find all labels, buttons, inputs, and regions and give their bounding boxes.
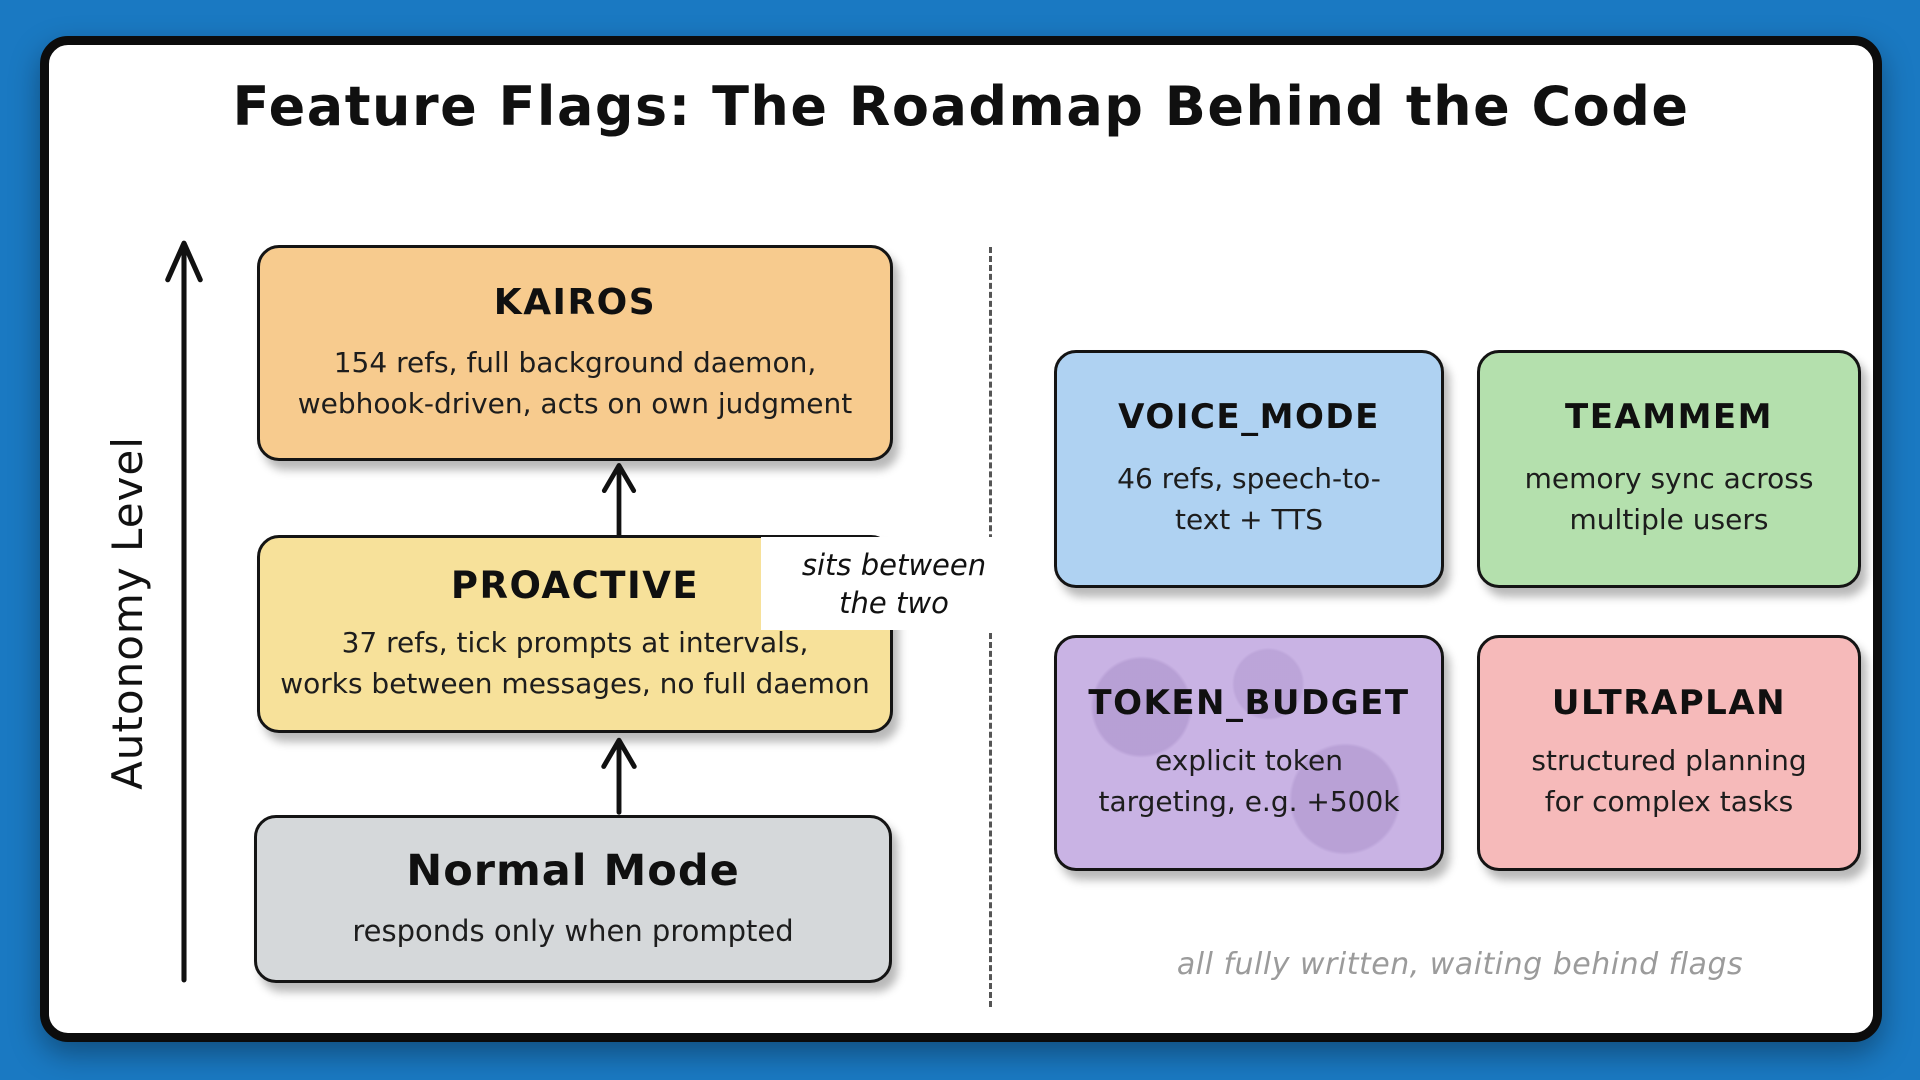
token-budget-title: TOKEN_BUDGET xyxy=(1088,683,1410,724)
voice-mode-description: 46 refs, speech-to- text + TTS xyxy=(1117,462,1381,536)
autonomy-axis-label: Autonomy Level xyxy=(103,436,152,790)
arrow-proactive-to-kairos-icon xyxy=(601,463,637,537)
diagram-title: Feature Flags: The Roadmap Behind the Co… xyxy=(232,75,1690,138)
teammem-title: TEAMMEM xyxy=(1565,397,1773,438)
arrow-normal-to-proactive-icon xyxy=(601,737,637,815)
normal-mode-title: Normal Mode xyxy=(406,845,740,896)
token-budget-box: TOKEN_BUDGET explicit token targeting, e… xyxy=(1054,635,1444,871)
kairos-title: KAIROS xyxy=(493,281,657,323)
kairos-description: 154 refs, full background daemon, webhoo… xyxy=(297,345,853,420)
ultraplan-description: structured planning for complex tasks xyxy=(1531,744,1807,818)
diagram-card: Feature Flags: The Roadmap Behind the Co… xyxy=(40,36,1882,1042)
voice-mode-box: VOICE_MODE 46 refs, speech-to- text + TT… xyxy=(1054,350,1444,588)
token-budget-description: explicit token targeting, e.g. +500k xyxy=(1098,744,1400,818)
proactive-title: PROACTIVE xyxy=(450,563,700,607)
normal-mode-description: responds only when prompted xyxy=(352,913,794,948)
ultraplan-box: ULTRAPLAN structured planning for comple… xyxy=(1477,635,1861,871)
teammem-box: TEAMMEM memory sync across multiple user… xyxy=(1477,350,1861,588)
kairos-box: KAIROS 154 refs, full background daemon,… xyxy=(257,245,893,461)
ultraplan-title: ULTRAPLAN xyxy=(1551,683,1787,724)
normal-mode-box: Normal Mode responds only when prompted xyxy=(254,815,892,983)
proactive-description: 37 refs, tick prompts at intervals, work… xyxy=(280,625,870,700)
flags-caption: all fully written, waiting behind flags xyxy=(1176,947,1744,982)
proactive-note: sits between the two xyxy=(761,537,1027,631)
voice-mode-title: VOICE_MODE xyxy=(1118,397,1380,438)
teammem-description: memory sync across multiple users xyxy=(1524,462,1814,536)
autonomy-axis-arrow xyxy=(165,240,203,983)
